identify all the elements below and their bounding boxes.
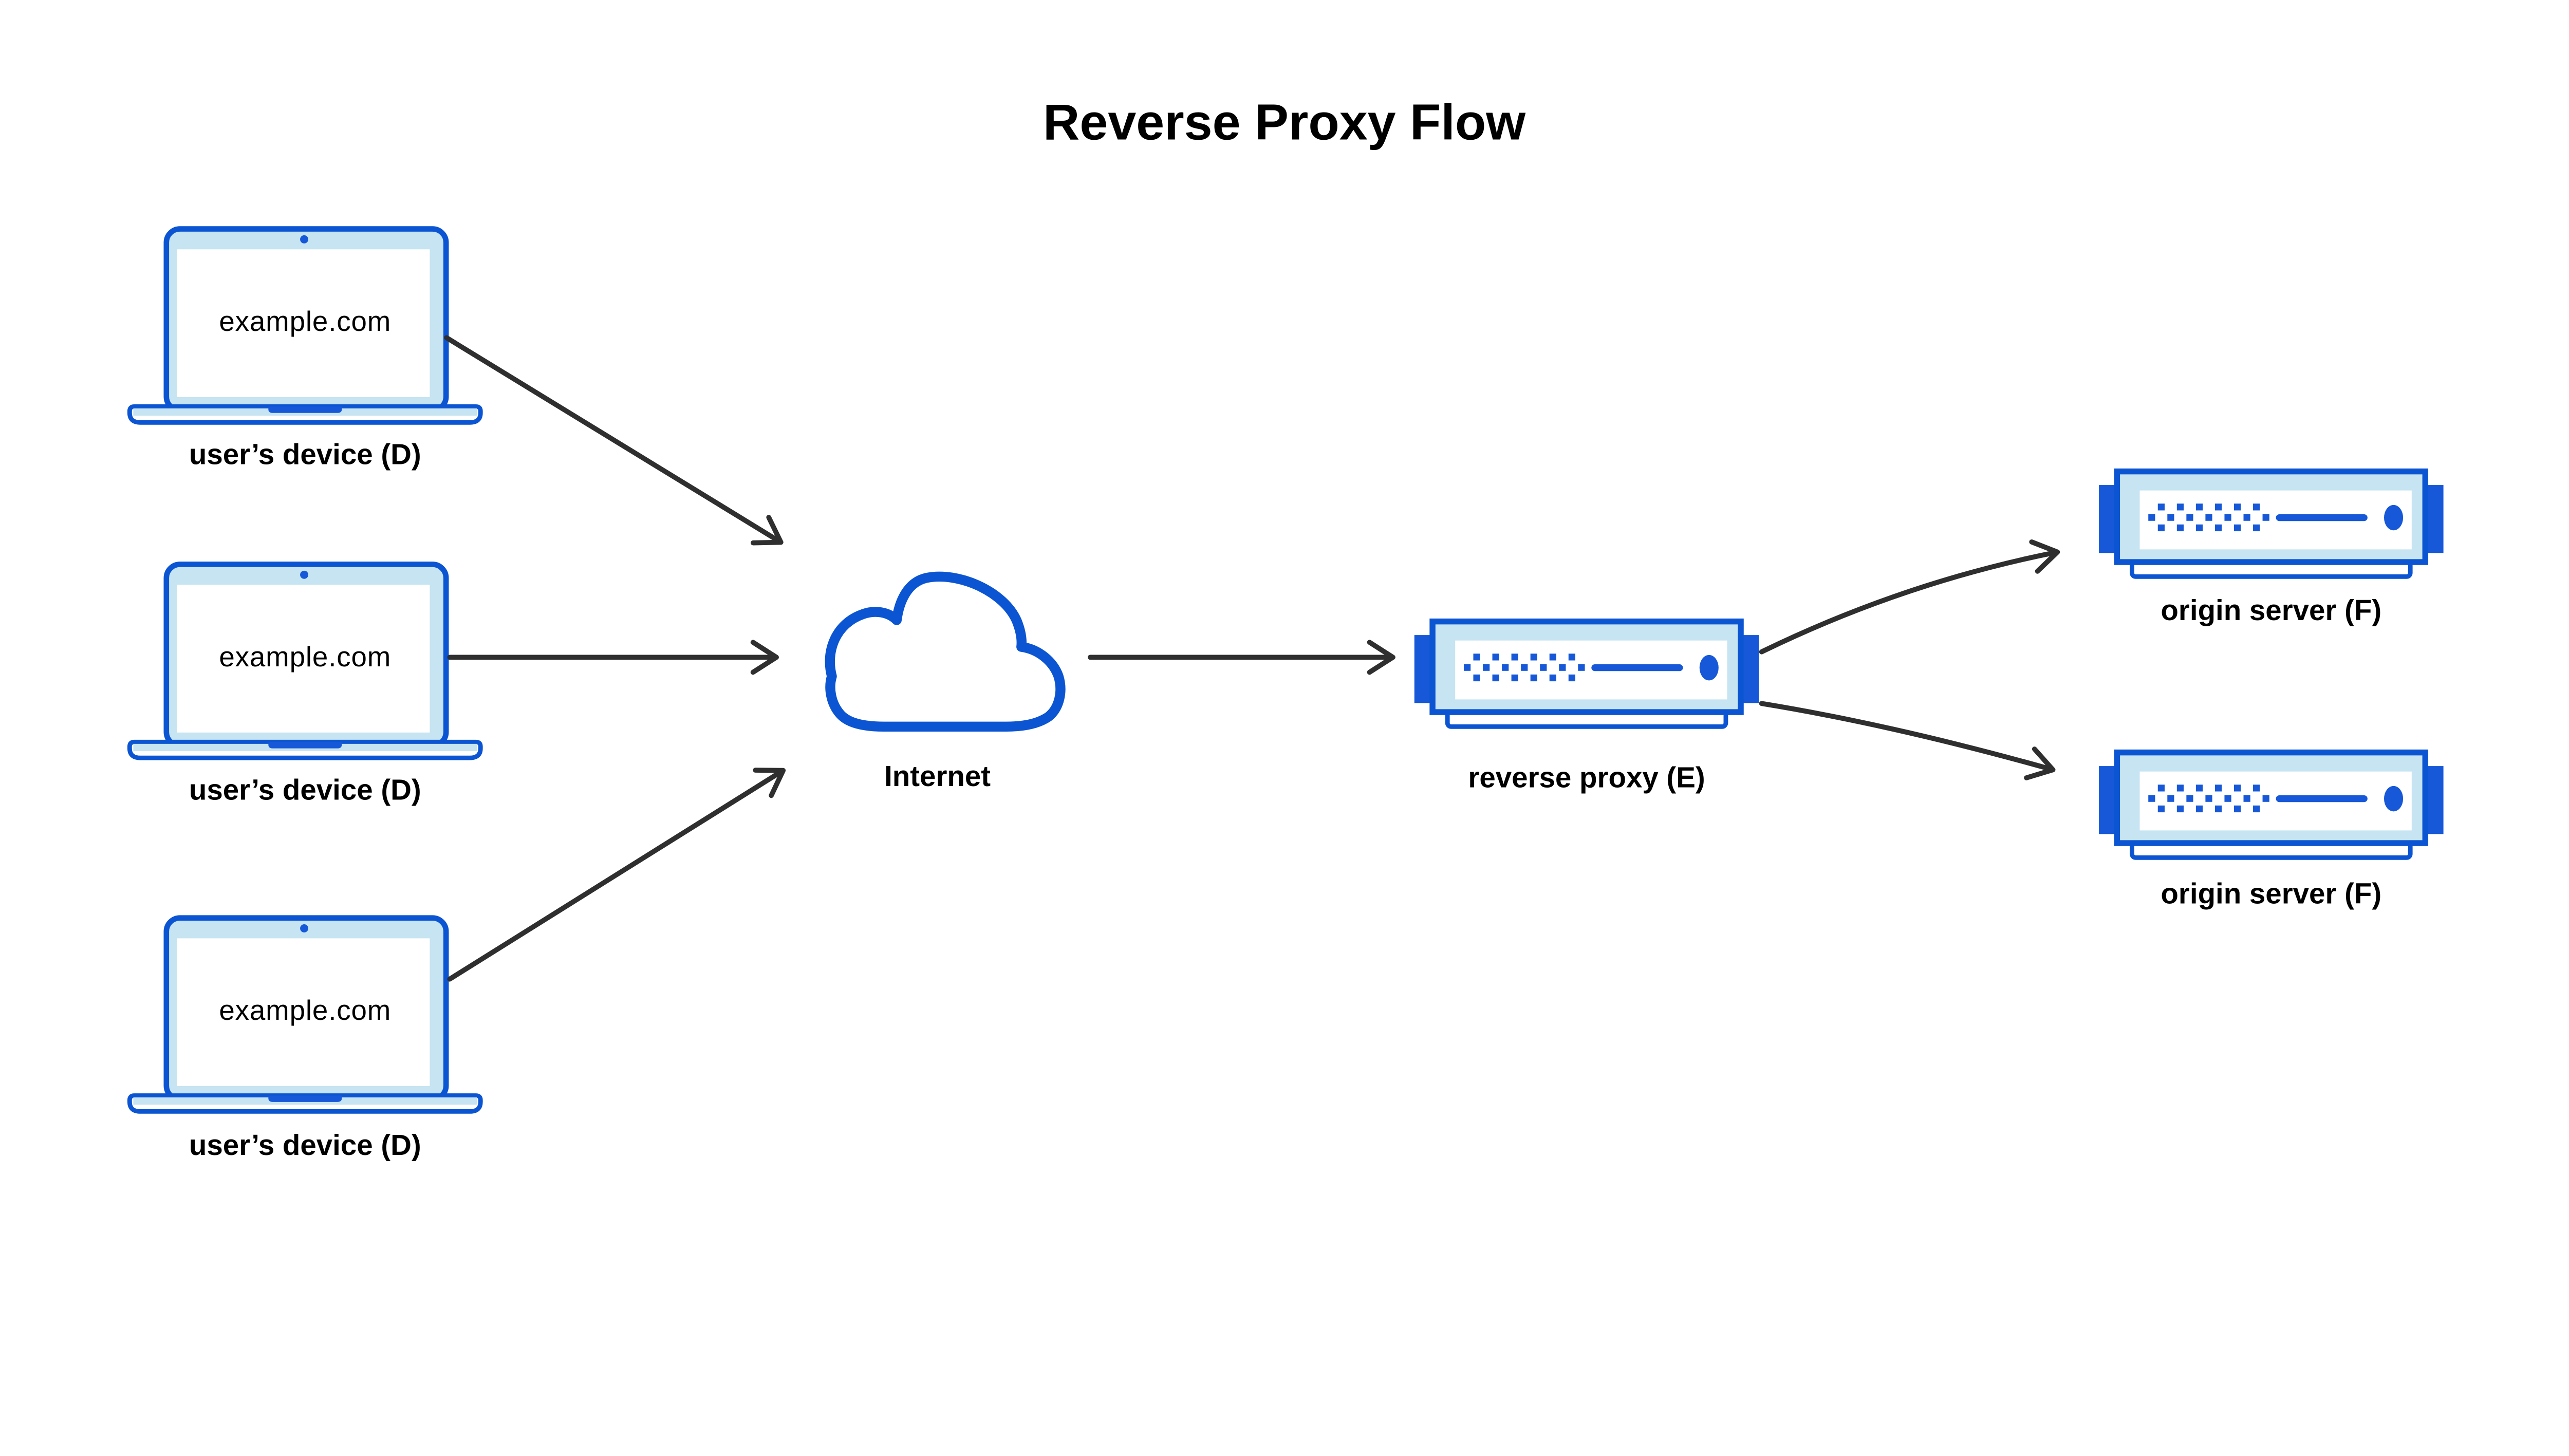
reverse-proxy-label: reverse proxy (E) [1468,761,1705,794]
server-icon [2099,472,2444,577]
user-device-2: example.com user’s device (D) [129,564,480,806]
diagram-canvas: Reverse Proxy Flow example.com user’s de… [127,94,2447,1162]
origin-server-2: origin server (F) [2099,753,2444,909]
device-label: user’s device (D) [189,1129,421,1161]
device-label: user’s device (D) [189,438,421,470]
page-title: Reverse Proxy Flow [1043,94,1526,151]
origin-server-1: origin server (F) [2099,472,2444,626]
internet-node: Internet [825,571,1066,792]
device-screen-url: example.com [219,994,391,1026]
reverse-proxy-node: reverse proxy (E) [1414,622,1759,794]
user-device-3: example.com user’s device (D) [129,918,480,1161]
origin-server-label: origin server (F) [2161,877,2381,909]
arrow-proxy-to-origin1 [1759,539,2060,655]
arrow-device3-to-internet [447,768,786,982]
server-icon [2099,753,2444,858]
device-screen-url: example.com [219,305,391,337]
internet-label: Internet [884,760,991,792]
device-screen-url: example.com [219,641,391,673]
device-label: user’s device (D) [189,773,421,806]
arrow-proxy-to-origin2 [1759,701,2056,780]
origin-server-label: origin server (F) [2161,594,2381,626]
arrow-device1-to-internet [444,335,784,546]
server-icon [1414,622,1759,727]
user-device-1: example.com user’s device (D) [129,229,480,470]
cloud-icon [825,571,1066,732]
